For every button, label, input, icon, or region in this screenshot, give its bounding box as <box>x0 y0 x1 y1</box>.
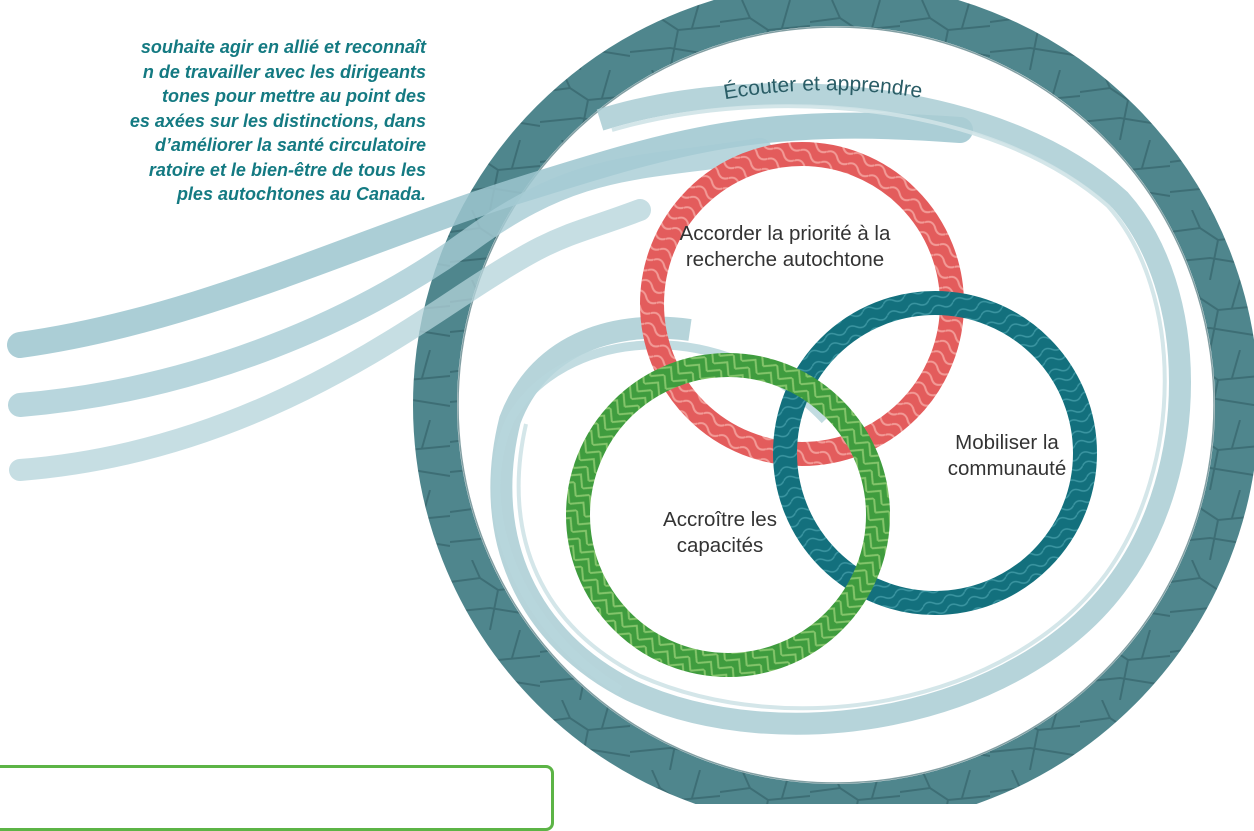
circle-accroitre <box>566 353 890 677</box>
intro-line: d’améliorer la santé circulatoire <box>154 135 426 155</box>
label-line: communauté <box>947 457 1067 480</box>
intro-line: ples autochtones au Canada. <box>176 184 426 204</box>
label-line: recherche autochtone <box>685 248 885 271</box>
intro-line: souhaite agir en allié et reconnaît <box>140 37 426 57</box>
intro-line: ratoire et le bien-être de tous les <box>148 159 426 180</box>
outer-ring <box>413 0 1254 804</box>
circle-mobiliser <box>773 291 1097 615</box>
ribbon-stream <box>9 199 651 481</box>
label-mobiliser: Mobiliser la communauté <box>900 430 1114 482</box>
ribbon-stream <box>7 112 973 358</box>
framework-diagram: Écouter et apprendre <box>7 0 1254 804</box>
label-line: Accroître les <box>663 508 777 531</box>
intro-line: es axées sur les distinctions, dans <box>129 110 426 131</box>
label-line: capacités <box>676 534 764 557</box>
label-line: Accorder la priorité à la <box>679 222 891 245</box>
ribbon-stream <box>8 138 772 417</box>
intro-text: souhaite agir en allié et reconnaît n de… <box>0 35 426 207</box>
listen-learn-ribbon-edge <box>516 104 1167 711</box>
label-line: Mobiliser la <box>955 431 1059 454</box>
bottom-callout-box <box>0 765 554 831</box>
ribbon-streams <box>7 112 973 481</box>
intro-line: tones pour mettre au point des <box>161 86 426 106</box>
label-priorite: Accorder la priorité à la recherche auto… <box>612 221 958 273</box>
label-accroitre: Accroître les capacités <box>600 507 840 559</box>
intro-line: n de travailler avec les dirigeants <box>142 61 426 82</box>
outer-ring-inner-edge <box>457 26 1215 784</box>
